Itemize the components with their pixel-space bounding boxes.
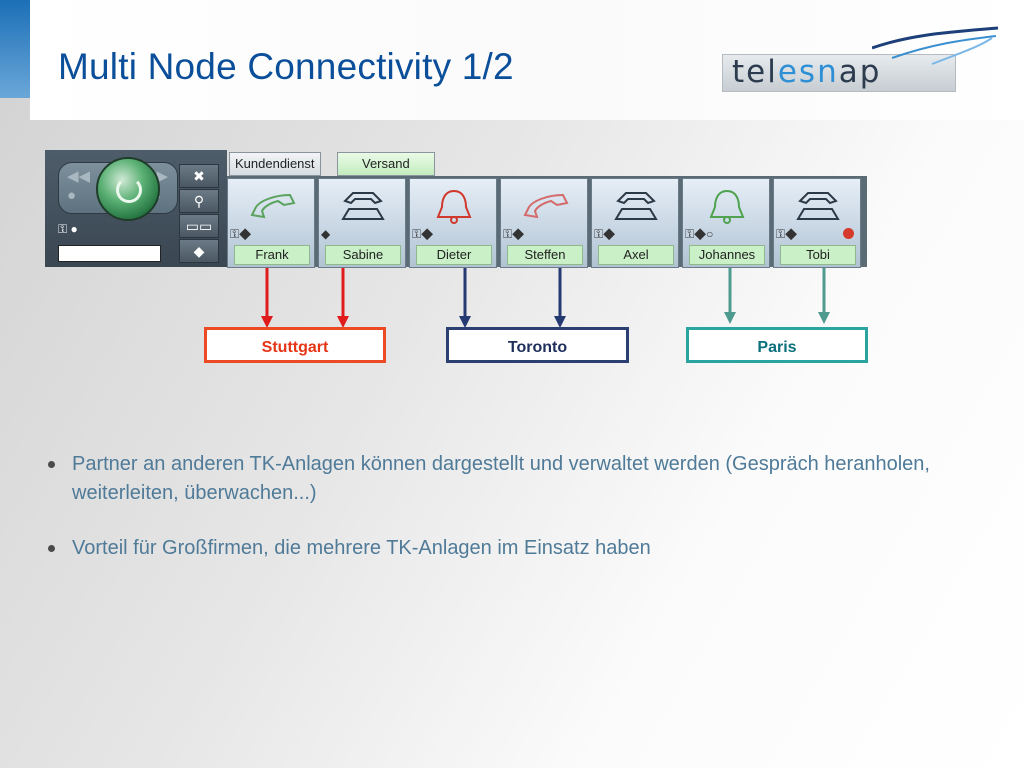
status-icons: ⚿◆ bbox=[412, 227, 434, 241]
dial-input[interactable] bbox=[58, 245, 161, 262]
status-icons: ⚿◆ bbox=[594, 227, 616, 241]
handset-icon bbox=[523, 193, 569, 219]
contact-name: Johannes bbox=[689, 245, 765, 265]
handset-icon bbox=[250, 193, 296, 219]
contact-key-tobi[interactable]: ⚿◆ Tobi bbox=[773, 178, 861, 268]
bullet-dot-icon bbox=[48, 461, 55, 468]
network-icon[interactable]: ◆ bbox=[179, 239, 219, 263]
tab-versand[interactable]: Versand bbox=[337, 152, 435, 176]
phone-icon bbox=[796, 192, 840, 220]
status-icons: ⚿ ● bbox=[58, 222, 78, 236]
tab-kundendienst[interactable]: Kundendienst bbox=[229, 152, 321, 176]
dial-knob[interactable] bbox=[96, 157, 160, 221]
swoosh-icon bbox=[872, 26, 999, 65]
contact-name: Tobi bbox=[780, 245, 856, 265]
status-icons: ◆ bbox=[321, 227, 331, 241]
phone-icon bbox=[341, 192, 385, 220]
contact-key-axel[interactable]: ⚿◆ Axel bbox=[591, 178, 679, 268]
accent-bar bbox=[0, 0, 30, 98]
bullet-text: Partner an anderen TK-Anlagen können dar… bbox=[72, 453, 930, 504]
search-icon[interactable]: ⚲ bbox=[179, 189, 219, 213]
contact-key-frank[interactable]: ⚿◆ Frank bbox=[227, 178, 315, 268]
phone-toolbar: ◀◀ ▶▶ ● ▶ ✖ ⚲ ▭▭ ◆ ⚿ ● Kundendienst Vers… bbox=[45, 150, 867, 268]
alert-icon bbox=[843, 228, 854, 239]
contact-key-sabine[interactable]: ◆ Sabine bbox=[318, 178, 406, 268]
telesnap-logo: telesnap bbox=[722, 26, 1000, 96]
status-icons: ⚿◆ bbox=[776, 227, 798, 241]
logo-plate bbox=[722, 54, 956, 92]
contact-key-dieter[interactable]: ⚿◆ Dieter bbox=[409, 178, 497, 268]
contact-keys: ⚿◆ Frank ◆ Sabine ⚿◆ Dieter ⚿◆ Stef bbox=[227, 176, 867, 268]
contact-key-johannes[interactable]: ⚿◆○ Johannes bbox=[682, 178, 770, 268]
bullet-item: Partner an anderen TK-Anlagen können dar… bbox=[46, 450, 946, 508]
contact-key-steffen[interactable]: ⚿◆ Steffen bbox=[500, 178, 588, 268]
dial-pad[interactable]: ◀◀ ▶▶ ● ▶ bbox=[58, 157, 178, 221]
bullet-list: Partner an anderen TK-Anlagen können dar… bbox=[46, 450, 946, 563]
location-toronto: Toronto bbox=[446, 327, 629, 363]
status-icons: ⚿◆○ bbox=[685, 227, 714, 241]
contact-name: Frank bbox=[234, 245, 310, 265]
bullet-item: Vorteil für Großfirmen, die mehrere TK-A… bbox=[46, 534, 946, 563]
bullet-text: Vorteil für Großfirmen, die mehrere TK-A… bbox=[72, 537, 651, 559]
page-title: Multi Node Connectivity 1/2 bbox=[58, 46, 514, 87]
bell-icon bbox=[436, 189, 472, 224]
contact-name: Dieter bbox=[416, 245, 492, 265]
book-icon[interactable]: ▭▭ bbox=[179, 214, 219, 238]
rewind-icon: ◀◀ bbox=[67, 168, 91, 185]
close-icon[interactable]: ✖ bbox=[179, 164, 219, 188]
bullet-dot-icon bbox=[48, 545, 55, 552]
contact-name: Axel bbox=[598, 245, 674, 265]
ring-icon: ● bbox=[67, 187, 77, 204]
location-paris: Paris bbox=[686, 327, 868, 363]
location-stuttgart: Stuttgart bbox=[204, 327, 386, 363]
status-icons: ⚿◆ bbox=[230, 227, 252, 241]
logo-wordmark: telesnap bbox=[732, 54, 882, 90]
control-panel: ◀◀ ▶▶ ● ▶ ✖ ⚲ ▭▭ ◆ ⚿ ● bbox=[45, 150, 227, 267]
contact-name: Sabine bbox=[325, 245, 401, 265]
tab-bar: Kundendienst Versand bbox=[227, 150, 867, 176]
phone-icon bbox=[614, 192, 658, 220]
bell-icon bbox=[709, 189, 745, 224]
status-icons: ⚿◆ bbox=[503, 227, 525, 241]
contact-name: Steffen bbox=[507, 245, 583, 265]
